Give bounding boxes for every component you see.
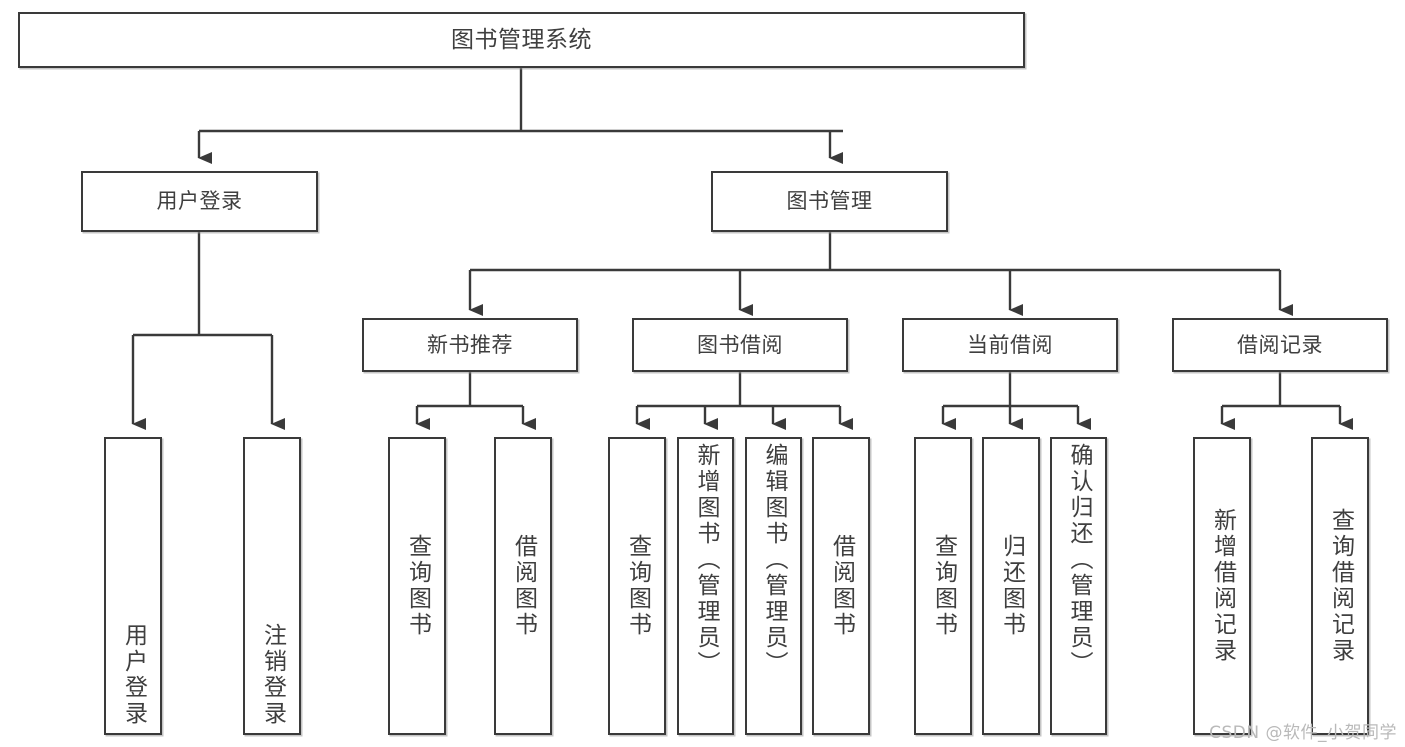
node-leaf-logout-label: 注销登录 — [259, 623, 286, 727]
node-new-book-recommend-label: 新书推荐 — [427, 332, 513, 357]
node-leaf-borrow-book-1[interactable]: 借阅图书 — [494, 437, 552, 735]
node-leaf-logout[interactable]: 注销登录 — [243, 437, 301, 735]
node-book-manage-label: 图书管理 — [786, 189, 873, 214]
node-leaf-query-book-1[interactable]: 查询图书 — [388, 437, 446, 735]
node-leaf-borrow-book-1-label: 借阅图书 — [510, 534, 537, 638]
node-leaf-user-login[interactable]: 用户登录 — [104, 437, 162, 735]
node-leaf-query-record[interactable]: 查询借阅记录 — [1311, 437, 1369, 735]
node-borrow-record-label: 借阅记录 — [1237, 332, 1323, 357]
node-leaf-return-book[interactable]: 归还图书 — [982, 437, 1040, 735]
node-leaf-edit-book-label: 编辑图书（管理员） — [761, 443, 787, 677]
node-borrow-record[interactable]: 借阅记录 — [1172, 318, 1388, 372]
node-user-login[interactable]: 用户登录 — [81, 171, 318, 232]
node-root[interactable]: 图书管理系统 — [18, 12, 1025, 68]
node-leaf-user-login-label: 用户登录 — [120, 623, 147, 727]
node-book-manage[interactable]: 图书管理 — [711, 171, 948, 232]
node-leaf-query-book-2[interactable]: 查询图书 — [608, 437, 666, 735]
node-leaf-query-record-label: 查询借阅记录 — [1327, 508, 1354, 664]
node-leaf-query-book-1-label: 查询图书 — [404, 534, 431, 638]
node-leaf-confirm-return[interactable]: 确认归还（管理员） — [1050, 437, 1107, 735]
node-leaf-borrow-book-2[interactable]: 借阅图书 — [812, 437, 870, 735]
node-leaf-return-book-label: 归还图书 — [998, 534, 1025, 638]
node-leaf-add-record-label: 新增借阅记录 — [1209, 508, 1236, 664]
node-leaf-confirm-return-label: 确认归还（管理员） — [1066, 443, 1092, 677]
node-leaf-add-record[interactable]: 新增借阅记录 — [1193, 437, 1251, 735]
node-user-login-label: 用户登录 — [156, 189, 243, 214]
node-leaf-add-book-label: 新增图书（管理员） — [693, 443, 719, 677]
node-leaf-query-book-3-label: 查询图书 — [930, 534, 957, 638]
node-book-borrow-label: 图书借阅 — [697, 332, 783, 357]
node-root-label: 图书管理系统 — [451, 26, 592, 53]
node-leaf-query-book-3[interactable]: 查询图书 — [914, 437, 972, 735]
node-current-borrow-label: 当前借阅 — [967, 332, 1053, 357]
node-new-book-recommend[interactable]: 新书推荐 — [362, 318, 578, 372]
node-leaf-add-book[interactable]: 新增图书（管理员） — [677, 437, 734, 735]
node-leaf-edit-book[interactable]: 编辑图书（管理员） — [745, 437, 802, 735]
node-leaf-query-book-2-label: 查询图书 — [624, 534, 651, 638]
node-leaf-borrow-book-2-label: 借阅图书 — [828, 534, 855, 638]
node-book-borrow[interactable]: 图书借阅 — [632, 318, 848, 372]
node-current-borrow[interactable]: 当前借阅 — [902, 318, 1118, 372]
csdn-watermark: CSDN @软件_小贺同学 — [1209, 723, 1397, 743]
